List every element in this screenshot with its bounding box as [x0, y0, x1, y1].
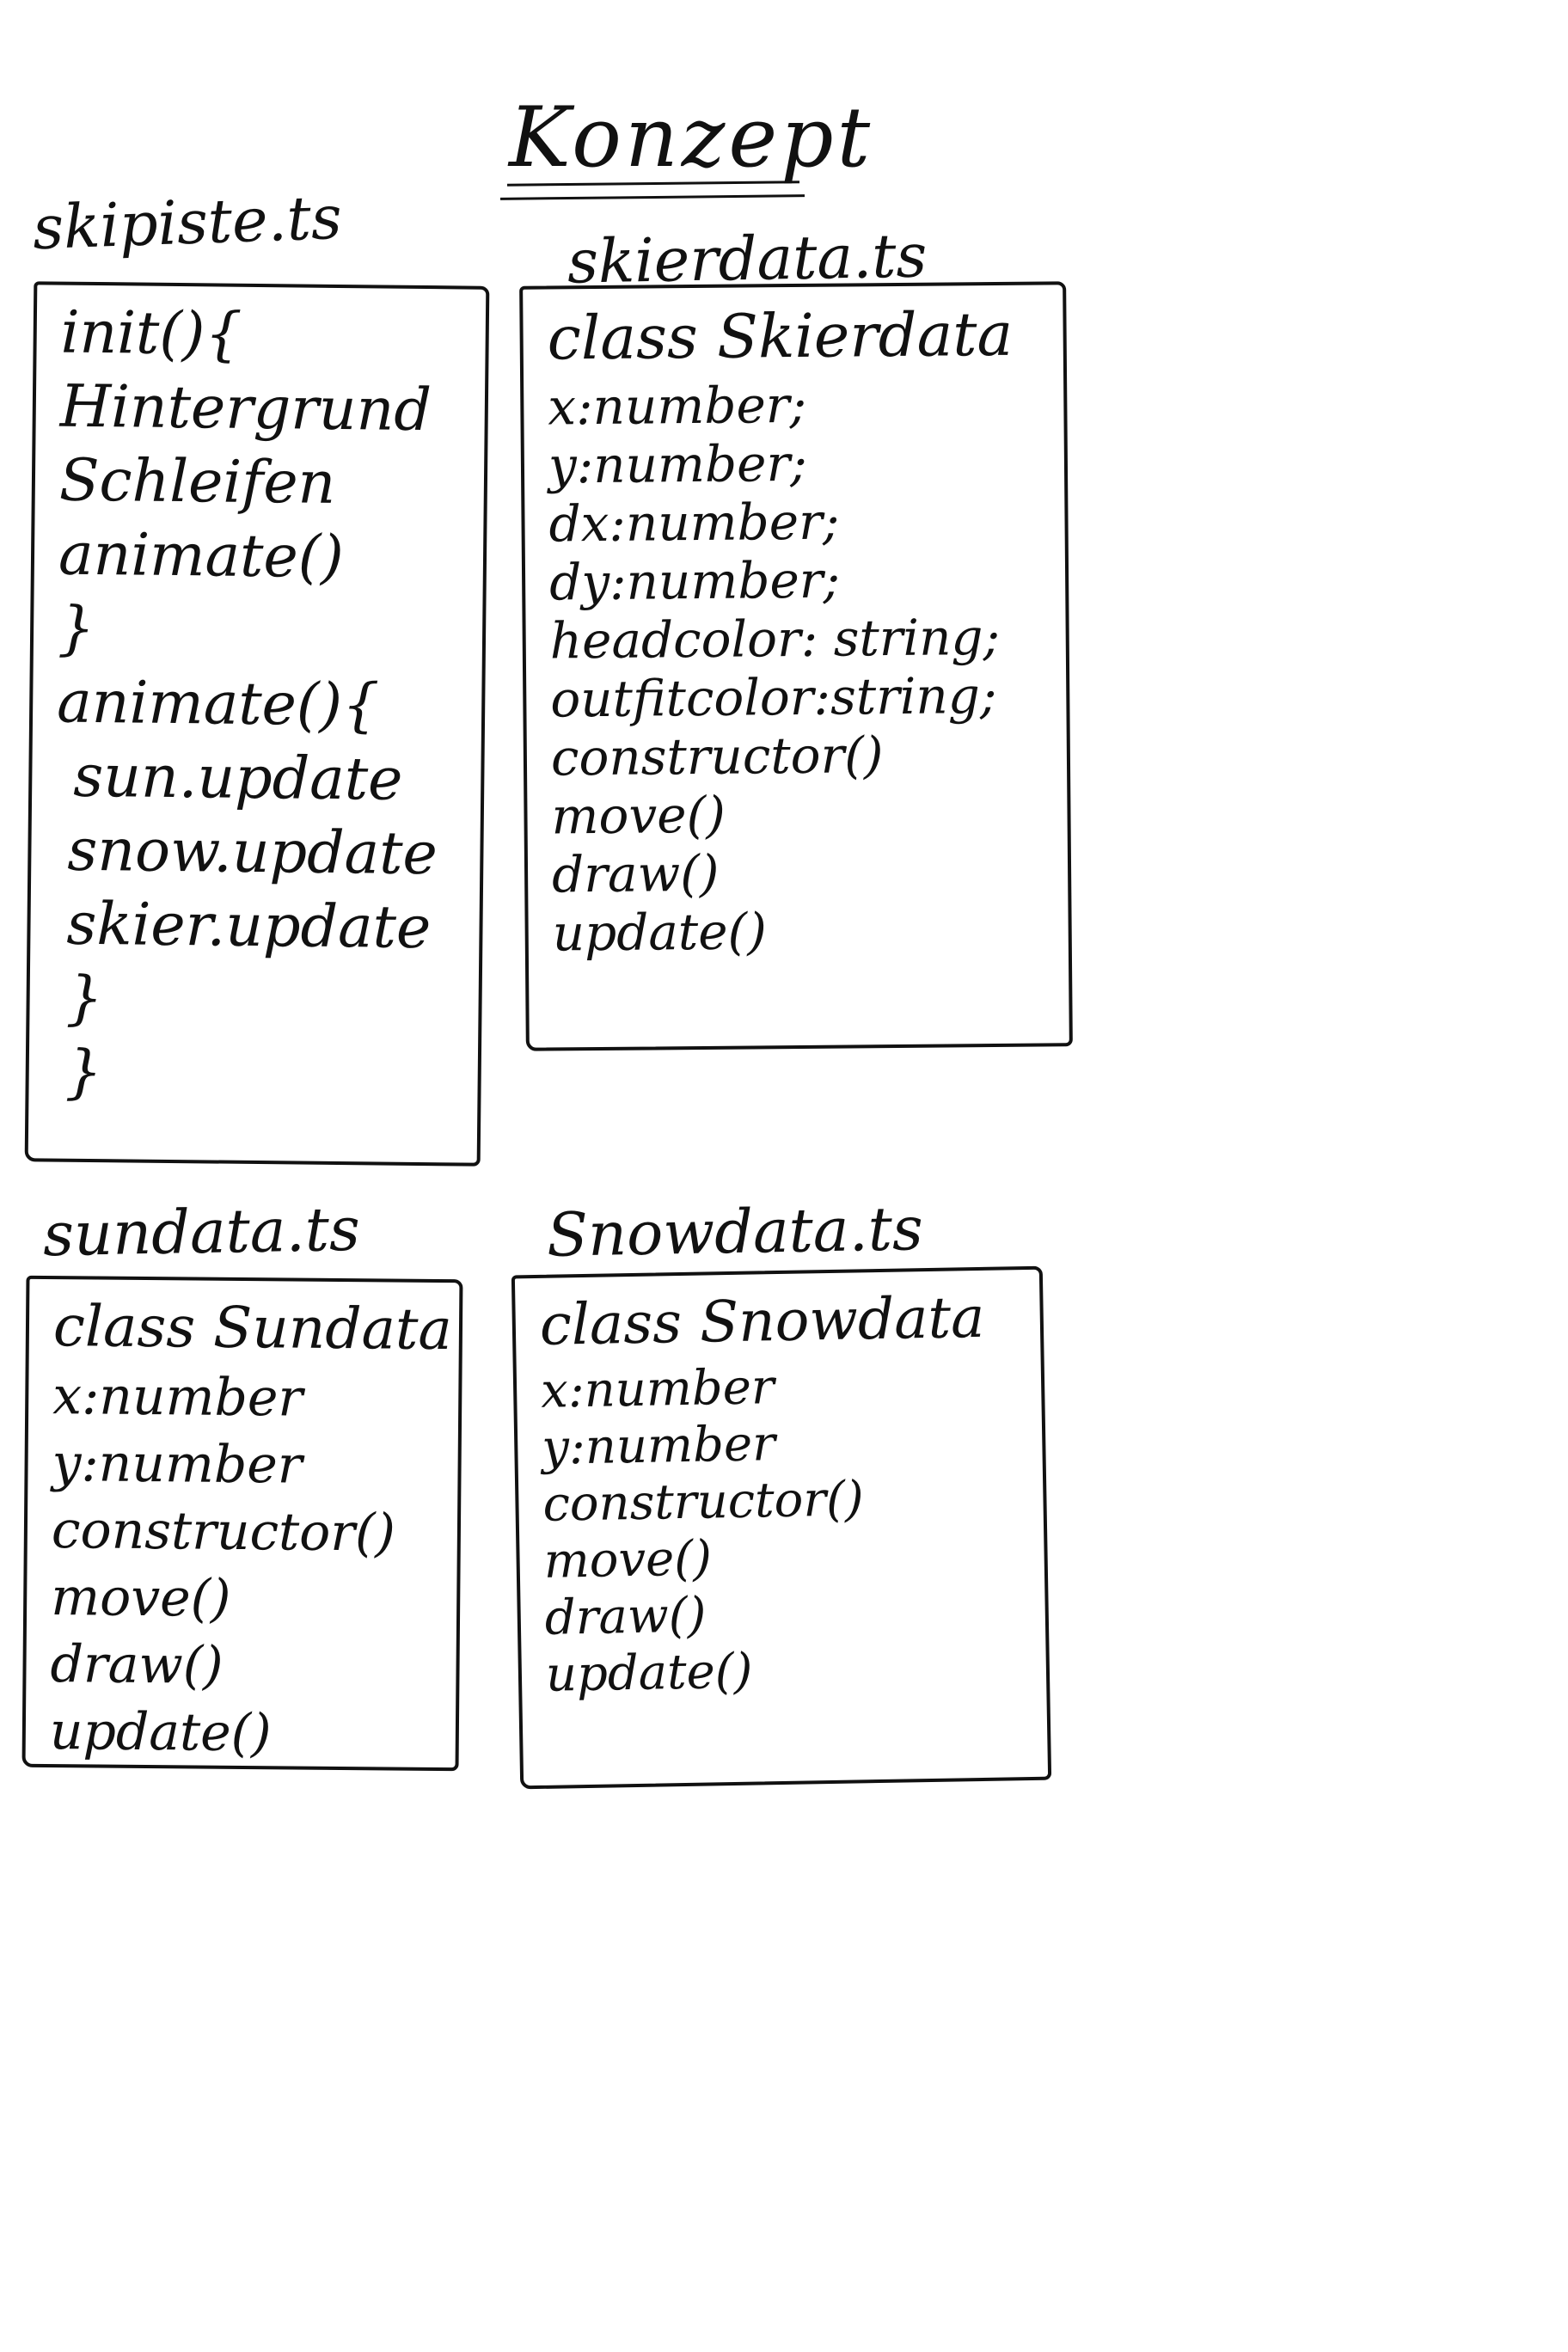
skierdata-box: class Skierdata x:number; y:number; dx:n… — [519, 281, 1073, 1051]
code-line: } — [65, 964, 104, 1033]
code-line: animate(){ — [56, 668, 380, 740]
skierdata-filename: skierdata.ts — [567, 220, 928, 297]
code-line: move() — [543, 1530, 713, 1589]
code-line: snow.update — [67, 816, 438, 889]
code-line: } — [57, 594, 95, 664]
class-declaration: class Sundata — [52, 1293, 453, 1363]
sundata-code: class Sundata x:number y:number construc… — [49, 1293, 453, 1776]
code-line: init(){ — [60, 298, 243, 369]
code-line: animate() — [58, 520, 345, 592]
code-line: constructor() — [51, 1500, 396, 1564]
code-line: update() — [545, 1643, 753, 1703]
snowdata-filename: Snowdata.ts — [546, 1193, 924, 1271]
code-line: x:number — [540, 1359, 775, 1419]
skipiste-filename: skipiste.ts — [31, 181, 344, 264]
code-line: headcolor: string; — [549, 607, 1001, 671]
sundata-filename: sundata.ts — [42, 1193, 361, 1271]
class-declaration: class Snowdata — [539, 1283, 986, 1358]
code-line: Schleifen — [58, 446, 336, 518]
skierdata-code: class Skierdata x:number; y:number; dx:n… — [547, 298, 1060, 966]
code-line: y:number; — [548, 433, 807, 495]
code-line: constructor() — [550, 726, 884, 787]
code-line: skier.update — [66, 890, 432, 963]
code-line: draw() — [551, 843, 720, 904]
code-line: outfitcolor:string; — [550, 665, 997, 729]
code-line: draw() — [544, 1587, 707, 1646]
code-line: y:number — [52, 1433, 303, 1496]
skipiste-code: init(){ Hintergrund Schleifen animate() … — [52, 298, 477, 1122]
code-line: } — [64, 1038, 103, 1107]
snowdata-box: class Snowdata x:number y:number constru… — [511, 1265, 1052, 1790]
code-line: x:number; — [548, 375, 807, 437]
code-line: move() — [50, 1567, 231, 1629]
title-underline-second — [499, 194, 805, 200]
class-declaration: class Skierdata — [547, 298, 1014, 374]
code-line: draw() — [50, 1634, 224, 1696]
code-line: constructor() — [542, 1471, 865, 1533]
code-line: dx:number; — [548, 492, 840, 554]
page-title: Konzept — [509, 89, 874, 186]
code-line: update() — [552, 902, 768, 963]
sundata-box: class Sundata x:number y:number construc… — [21, 1275, 463, 1772]
code-line: update() — [49, 1701, 272, 1764]
code-line: x:number — [52, 1366, 303, 1429]
code-line: dy:number; — [548, 550, 841, 612]
code-line: Hintergrund — [59, 372, 432, 445]
skipiste-box: init(){ Hintergrund Schleifen animate() … — [24, 281, 490, 1167]
code-line: y:number — [541, 1416, 776, 1476]
snowdata-code: class Snowdata x:number y:number constru… — [539, 1283, 1038, 1708]
code-line: sun.update — [72, 742, 403, 814]
code-line: move() — [551, 785, 726, 846]
